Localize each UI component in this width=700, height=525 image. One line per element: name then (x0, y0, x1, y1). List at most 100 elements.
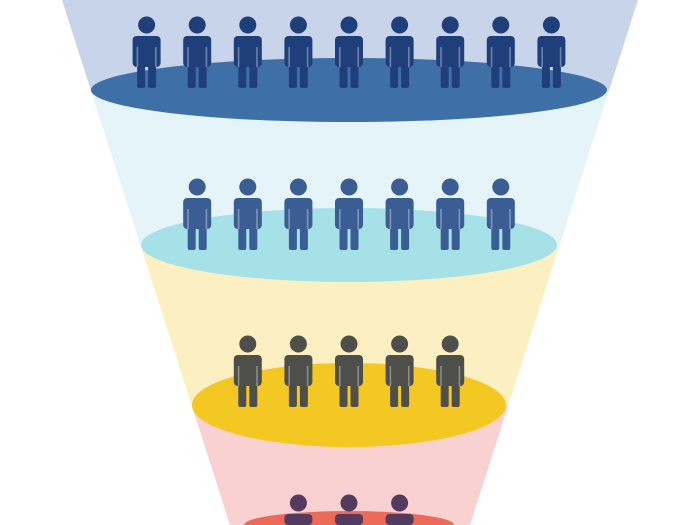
person-head (340, 16, 358, 34)
person-left-leg (339, 223, 348, 250)
person-arm-gap (509, 47, 511, 67)
person-left-leg (288, 61, 297, 88)
person-arm-gap (357, 366, 359, 386)
person-arm-gap (490, 47, 493, 67)
person-right-leg (451, 380, 460, 407)
person-icon (284, 494, 313, 525)
person-torso (233, 355, 262, 386)
person-icon (385, 178, 414, 250)
person-head (289, 494, 307, 512)
person-left-leg (187, 223, 196, 250)
person-head (289, 178, 307, 196)
person-icon (335, 16, 363, 88)
person-head (188, 16, 206, 34)
person-torso (486, 198, 515, 229)
person-head (340, 335, 358, 353)
person-head (289, 335, 307, 353)
person-right-leg (198, 61, 207, 88)
person-arm-gap (541, 47, 543, 67)
person-torso (436, 355, 465, 386)
person-arm-gap (256, 209, 258, 229)
person-arm-gap (389, 47, 392, 67)
person-torso (183, 36, 212, 67)
person-right-leg (350, 223, 359, 250)
person-right-leg (249, 61, 258, 88)
person-arm-gap (559, 47, 562, 67)
person-arm-gap (458, 366, 461, 386)
person-arm-gap (440, 47, 442, 67)
person-left-leg (238, 223, 247, 250)
person-right-leg (299, 223, 308, 250)
person-arm-gap (155, 47, 157, 67)
person-torso (335, 198, 363, 229)
person-torso (486, 36, 515, 67)
person-torso (132, 36, 161, 67)
person-torso (335, 514, 363, 525)
person-right-leg (451, 61, 460, 88)
person-right-leg (502, 61, 511, 88)
person-arm-gap (458, 209, 461, 229)
person-arm-gap (288, 209, 290, 229)
person-arm-gap (339, 366, 341, 386)
person-head (441, 335, 459, 353)
person-arm-gap (440, 209, 442, 229)
person-icon (335, 494, 363, 525)
person-right-leg (350, 61, 359, 88)
person-arm-gap (389, 209, 392, 229)
person-icon (183, 178, 212, 250)
person-torso (385, 355, 414, 386)
person-right-leg (451, 223, 460, 250)
person-right-leg (249, 380, 258, 407)
person-icon (385, 335, 414, 407)
person-torso (385, 514, 414, 525)
person-arm-gap (205, 47, 208, 67)
person-torso (233, 36, 262, 67)
person-head (138, 16, 156, 34)
person-arm-gap (440, 366, 442, 386)
person-icon (486, 178, 515, 250)
person-torso (436, 36, 465, 67)
person-torso (537, 36, 566, 67)
person-icon (335, 178, 363, 250)
person-arm-gap (205, 209, 208, 229)
person-left-leg (339, 61, 348, 88)
person-icon (233, 335, 262, 407)
person-icon (385, 494, 414, 525)
funnel-disc-3 (192, 363, 506, 447)
person-icon (233, 16, 262, 88)
person-arm-gap (136, 47, 139, 67)
person-left-leg (541, 61, 550, 88)
person-arm-gap (408, 209, 410, 229)
person-arm-gap (408, 366, 410, 386)
person-left-leg (137, 61, 146, 88)
person-right-leg (502, 223, 511, 250)
person-left-leg (491, 223, 500, 250)
person-torso (284, 355, 313, 386)
person-arm-gap (237, 47, 240, 67)
person-left-leg (440, 61, 449, 88)
person-head (492, 16, 510, 34)
person-left-leg (339, 380, 348, 407)
person-arm-gap (490, 209, 493, 229)
funnel-disc-1 (91, 58, 607, 122)
person-arm-gap (237, 366, 240, 386)
person-left-leg (187, 61, 196, 88)
person-head (391, 16, 409, 34)
person-icon (183, 16, 212, 88)
person-arm-gap (288, 366, 290, 386)
person-arm-gap (237, 209, 240, 229)
person-right-leg (299, 61, 308, 88)
person-torso (284, 514, 313, 525)
person-left-leg (288, 380, 297, 407)
person-icon (436, 178, 465, 250)
person-right-leg (552, 61, 561, 88)
person-torso (284, 198, 313, 229)
person-arm-gap (288, 47, 290, 67)
person-head (340, 494, 358, 512)
person-head (289, 16, 307, 34)
funnel-band-2 (90, 90, 610, 245)
person-head (239, 335, 257, 353)
person-left-leg (238, 61, 247, 88)
person-torso (436, 198, 465, 229)
